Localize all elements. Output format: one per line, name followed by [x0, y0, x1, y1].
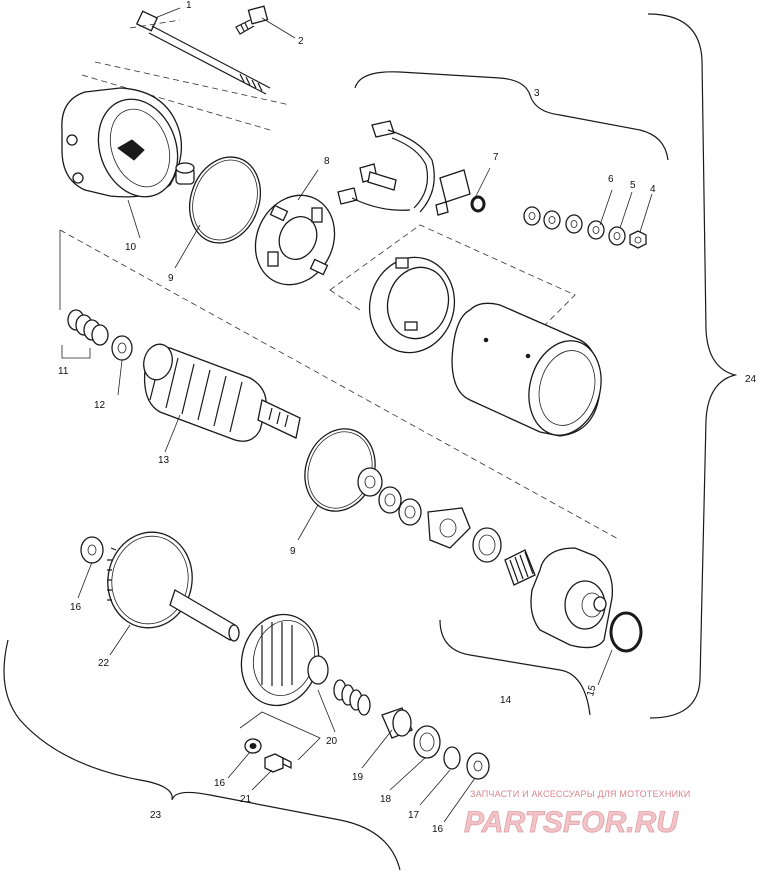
callout-19: 19: [352, 772, 364, 783]
collar-19: [381, 707, 413, 739]
bearing: [472, 527, 502, 563]
callout-9-upper: 9: [168, 273, 174, 284]
bracket-3: [354, 71, 669, 161]
callout-12: 12: [94, 400, 106, 411]
callout-1: 1: [186, 0, 192, 11]
callout-21: 21: [240, 794, 252, 805]
callout-9-lower: 9: [290, 546, 296, 557]
bracket-24: [647, 13, 738, 719]
callout-15: 15: [585, 684, 599, 698]
alignment-lines-brushes: [329, 224, 576, 331]
bracket-14: [439, 619, 591, 716]
callout-2: 2: [298, 36, 304, 47]
screw-21: [264, 753, 292, 773]
through-bolt-1: [135, 10, 271, 95]
armature-axis: [59, 229, 621, 541]
leader-lines: [77, 7, 653, 823]
callout-8: 8: [324, 156, 330, 167]
callout-11: 11: [58, 366, 69, 377]
alignment-lines-top: [81, 19, 291, 131]
callout-23: 23: [150, 810, 162, 821]
o-ring-7: [470, 195, 486, 213]
callout-5: 5: [630, 180, 636, 191]
callout-10: 10: [125, 242, 137, 253]
bearing-18: [413, 725, 441, 759]
callout-16-bottom: 16: [214, 778, 226, 789]
spring-20: [333, 679, 371, 716]
callout-16-right: 16: [432, 824, 444, 835]
brush-terminal-assembly: [337, 120, 471, 216]
washer-stack-4-6: [523, 206, 647, 249]
brush-holder-8: [254, 194, 336, 286]
gear-shaft-22: [107, 531, 240, 642]
lock-plate: [427, 507, 471, 549]
bracket-11: [61, 345, 91, 359]
bracket-23: [3, 639, 401, 871]
callout-14: 14: [500, 695, 512, 706]
washer-16-right: [466, 752, 490, 780]
callout-3: 3: [534, 88, 540, 99]
callout-13: 13: [158, 455, 170, 466]
washer-16-left: [80, 536, 104, 564]
yoke-housing: [451, 302, 602, 437]
washer-set-armature: [357, 467, 422, 526]
alignment-lines-bottom: [239, 711, 321, 761]
end-cover-10: [61, 87, 195, 198]
callout-16-left: 16: [70, 602, 82, 613]
front-housing-14: [530, 547, 614, 649]
overrunning-clutch: [240, 613, 329, 707]
callout-20: 20: [326, 736, 338, 747]
callout-22: 22: [98, 658, 110, 669]
washer-16-bottom: [244, 738, 262, 754]
brush-ring: [368, 256, 456, 354]
callout-4: 4: [650, 184, 656, 195]
armature-13: [143, 343, 301, 442]
o-ring-15: [609, 611, 643, 653]
watermark-tagline: ЗАПЧАСТИ И АКСЕССУАРЫ ДЛЯ МОТОТЕХНИКИ: [470, 789, 690, 799]
washer-12: [111, 335, 133, 361]
watermark: ЗАПЧАСТИ И АКСЕССУАРЫ ДЛЯ МОТОТЕХНИКИ PA…: [464, 789, 691, 839]
callout-18: 18: [380, 794, 392, 805]
o-ring-9-upper: [189, 156, 261, 244]
callout-17: 17: [408, 810, 420, 821]
watermark-logo: PARTSFOR.RU: [464, 806, 679, 839]
needle-bearing: [504, 549, 536, 586]
callout-labels: 1 2 3 4 5 6 7 8 9 9 10 11 12 13 14 15 16…: [58, 0, 757, 835]
screw-2: [235, 5, 269, 35]
spring-11: [67, 309, 109, 346]
callout-7: 7: [493, 152, 499, 163]
callout-6: 6: [608, 174, 614, 185]
snap-ring-17: [443, 746, 461, 770]
callout-24: 24: [745, 374, 757, 385]
